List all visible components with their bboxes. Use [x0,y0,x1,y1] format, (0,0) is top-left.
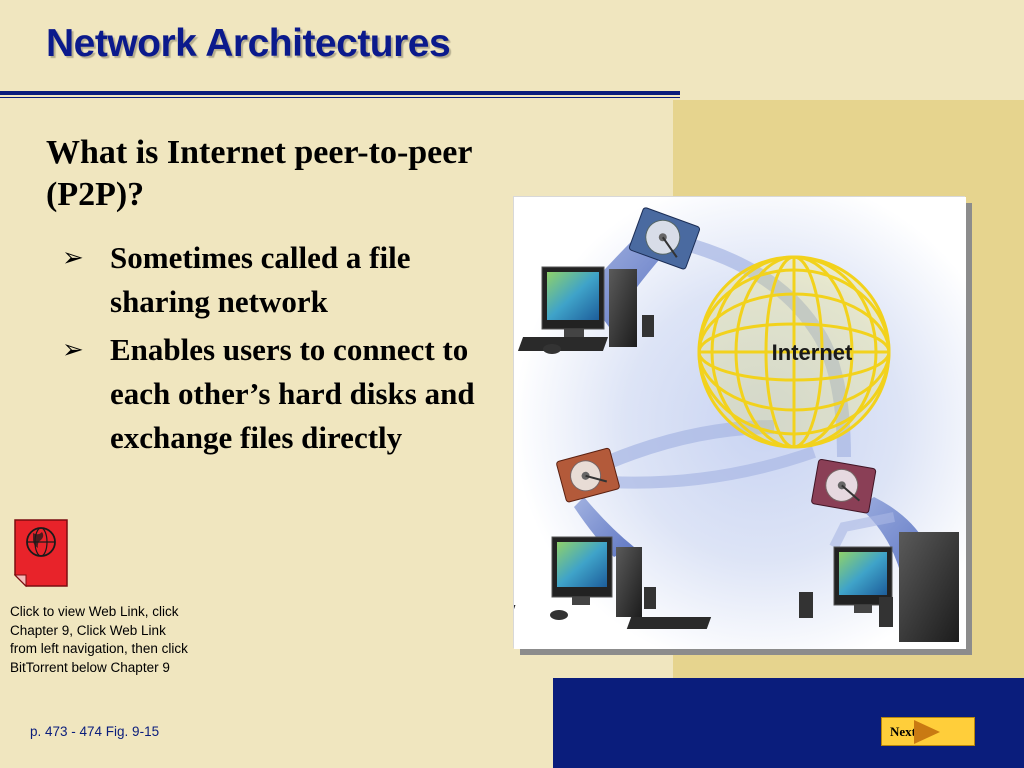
title-divider-thin [0,97,680,98]
play-arrow-icon [914,720,940,744]
question-heading: What is Internet peer-to-peer (P2P)? [46,134,472,213]
internet-globe: Internet [697,255,891,449]
bullet-text: Sometimes called a file sharing network [110,240,411,319]
p2p-illustration: Internet [425,197,966,649]
bullet-item: ➢ Sometimes called a file sharing networ… [62,236,492,324]
p2p-figure: Internet [425,196,966,649]
hard-disk-top [628,207,701,270]
weblink-instructions: Click to view Web Link, click Chapter 9,… [10,604,188,675]
arrow-bullet-icon: ➢ [62,335,84,365]
globe-weblink-icon[interactable] [14,519,68,587]
hard-disk-left [556,447,620,503]
page-reference: p. 473 - 474 Fig. 9-15 [30,724,160,739]
bullet-text: Enables users to connect to each other’s… [110,332,475,455]
next-button[interactable]: Next [881,717,975,746]
hard-disk-right [811,458,877,514]
connection-beam [608,446,816,489]
connection-beam [574,497,634,557]
internet-label: Internet [772,340,853,365]
arrow-bullet-icon: ➢ [62,243,84,273]
computer-top-left [517,266,654,354]
computer-bottom-right [626,532,959,642]
bullet-list: ➢ Sometimes called a file sharing networ… [62,236,492,464]
next-label: Next [890,723,916,739]
slide-title: Network Architectures [46,22,451,65]
title-divider [0,91,680,95]
bullet-item: ➢ Enables users to connect to each other… [62,328,492,460]
